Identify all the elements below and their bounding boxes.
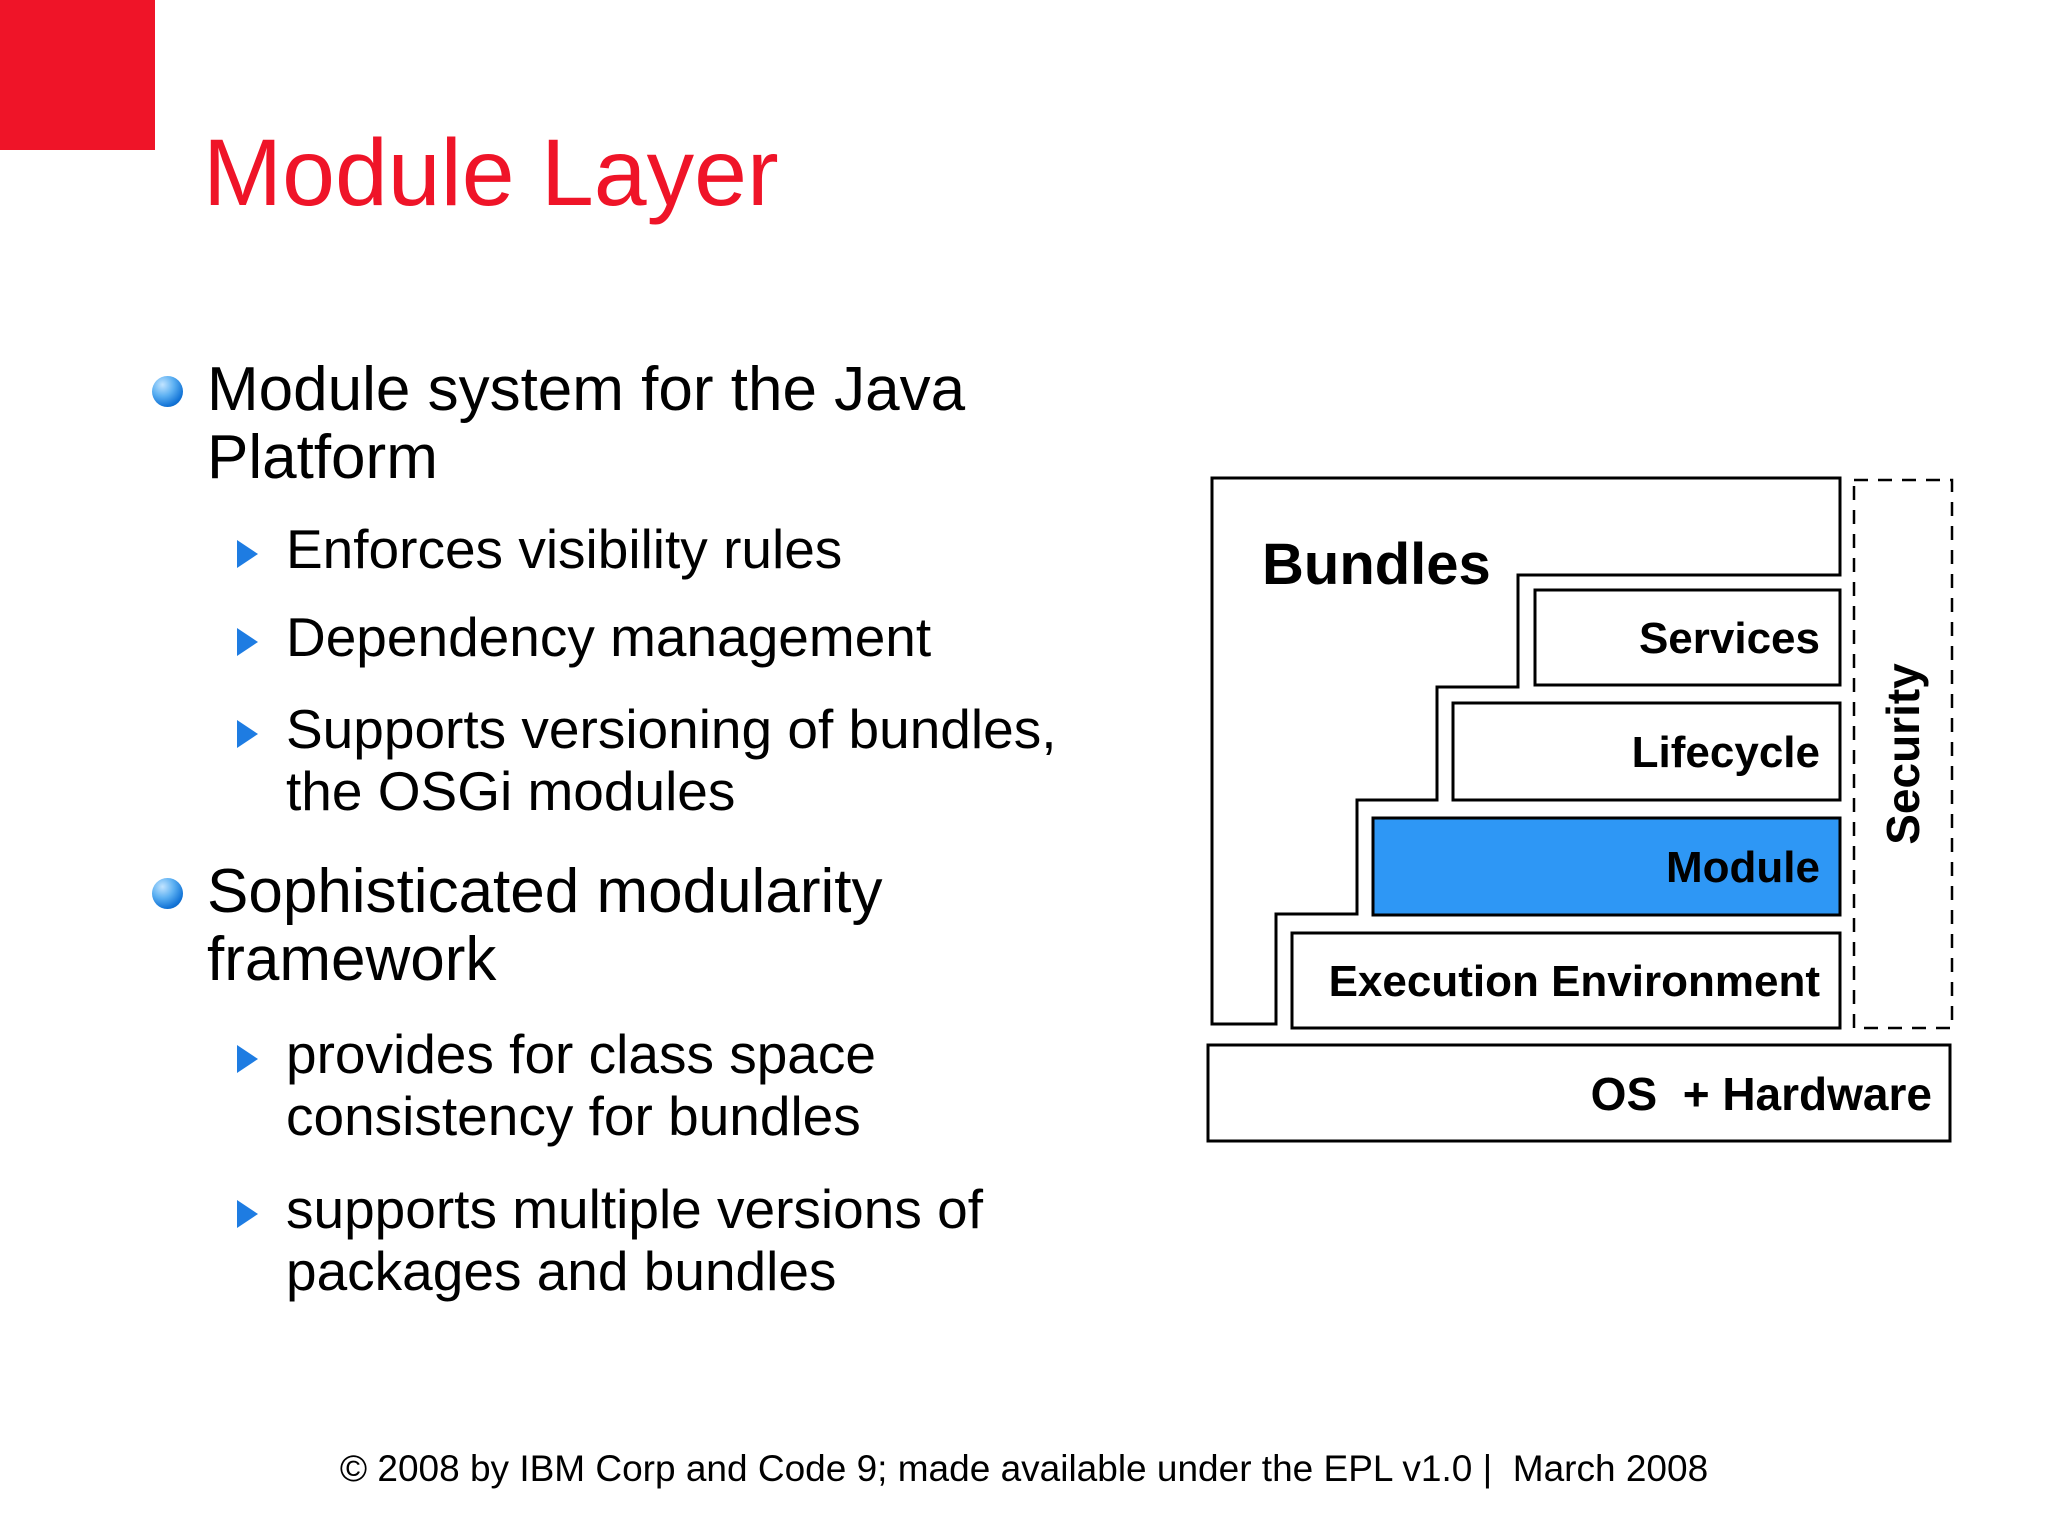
security-label: Security bbox=[1877, 663, 1929, 845]
layer-label-module: Module bbox=[1666, 843, 1820, 892]
bullet-item: Supports versioning of bundles,the OSGi … bbox=[237, 698, 1057, 822]
slide-title: Module Layer bbox=[203, 119, 779, 226]
layer-box-services bbox=[1533, 588, 1842, 687]
bullet-arrow-icon bbox=[237, 1045, 258, 1073]
bullet-item: Dependency management bbox=[237, 606, 932, 668]
bundles-label: Bundles bbox=[1262, 532, 1491, 597]
bullet-text: Supports versioning of bundles,the OSGi … bbox=[286, 698, 1057, 822]
bullet-sphere-icon bbox=[152, 376, 183, 407]
security-box bbox=[1852, 478, 1954, 1030]
layer-box-module bbox=[1371, 816, 1842, 917]
bullet-arrow-icon bbox=[237, 720, 258, 748]
layer-label-services: Services bbox=[1639, 614, 1820, 663]
red-accent-square bbox=[0, 0, 155, 150]
bullet-arrow-icon bbox=[237, 628, 258, 656]
bullet-arrow-icon bbox=[237, 1200, 258, 1228]
bundles-region bbox=[1210, 476, 1842, 1026]
layer-label-lifecycle: Lifecycle bbox=[1632, 728, 1820, 777]
bullet-sphere-icon bbox=[152, 878, 183, 909]
os-hardware-label: OS + Hardware bbox=[1591, 1068, 1932, 1120]
os-hardware-box bbox=[1206, 1043, 1952, 1143]
layer-box-execution-environment bbox=[1290, 931, 1842, 1030]
bullet-item: Enforces visibility rules bbox=[237, 518, 843, 580]
bullet-text: Enforces visibility rules bbox=[286, 518, 843, 580]
bullet-arrow-icon bbox=[237, 540, 258, 568]
layer-label-execution-environment: Execution Environment bbox=[1329, 957, 1821, 1006]
bullet-text: Dependency management bbox=[286, 606, 932, 668]
layer-box-lifecycle bbox=[1451, 701, 1842, 802]
footer-copyright: © 2008 by IBM Corp and Code 9; made avai… bbox=[339, 1448, 1709, 1489]
